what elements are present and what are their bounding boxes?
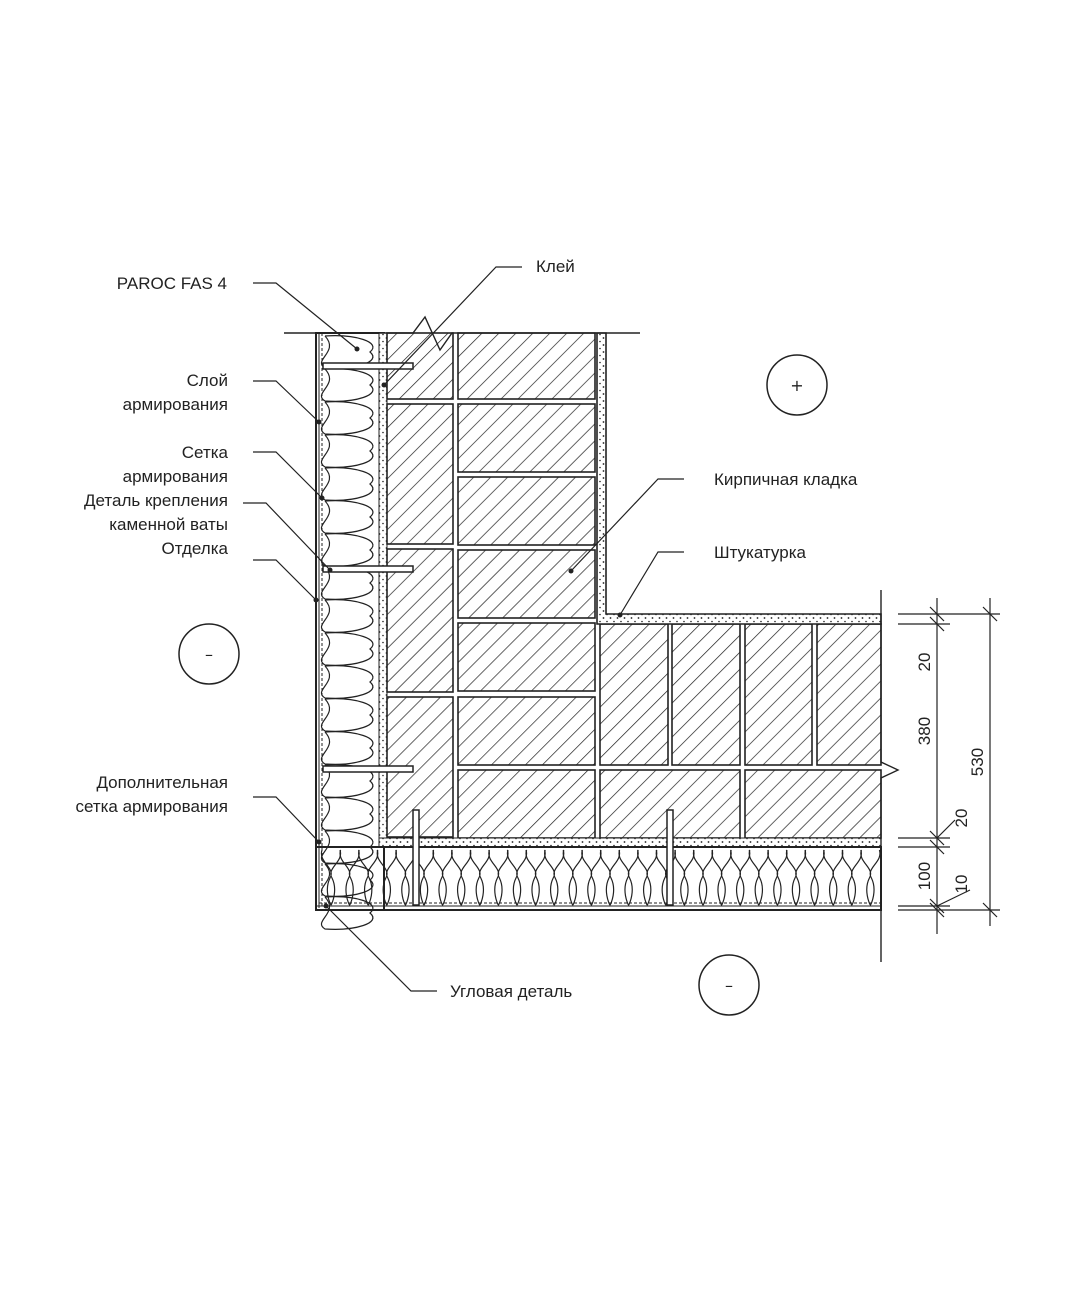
- wool-lobe: [320, 863, 374, 897]
- dimension-lines: [898, 598, 1000, 934]
- wool-lobe: [860, 849, 881, 906]
- wool-lobe: [488, 849, 509, 906]
- wool-lobe: [767, 849, 788, 906]
- wool-lobe: [320, 830, 374, 864]
- wool-lobe: [525, 849, 546, 906]
- wool-lobe: [413, 849, 435, 906]
- label-corner: Угловая деталь: [450, 982, 572, 1001]
- wool-lobe: [785, 849, 807, 906]
- wool-lobe: [320, 500, 374, 534]
- wool-lobe: [320, 434, 374, 468]
- label-plaster: Штукатурка: [714, 543, 807, 562]
- wool-lobe: [506, 849, 528, 906]
- wool-lobe: [469, 849, 490, 906]
- wool-lobe: [320, 849, 342, 906]
- wool-lobe: [339, 849, 360, 906]
- zone-marker-outside-left: –: [178, 623, 240, 685]
- label-paroc: PAROC FAS 4: [117, 274, 227, 293]
- wool-lobe: [748, 849, 769, 906]
- label-reinf-layer-line1: Слой: [187, 371, 228, 390]
- dim-100: 100: [915, 862, 934, 890]
- wool-lobe: [804, 849, 825, 906]
- wool-lobe: [618, 849, 639, 906]
- wool-lobe: [320, 599, 374, 633]
- brick-masonry: [386, 332, 882, 839]
- label-mesh-line2: армирования: [123, 467, 228, 486]
- wool-lobe: [692, 849, 714, 906]
- wool-lobe: [395, 849, 416, 906]
- label-reinf-layer-line2: армирования: [123, 395, 228, 414]
- wool-lobe: [841, 849, 862, 906]
- insulation-vertical: [315, 332, 385, 930]
- wool-lobe: [320, 632, 374, 666]
- leader-lines: [243, 266, 684, 992]
- dim-10: 10: [952, 875, 971, 894]
- wool-lobe: [376, 849, 397, 906]
- label-extra-mesh-line1: Дополнительная: [96, 773, 228, 792]
- label-brick: Кирпичная кладка: [714, 470, 858, 489]
- zone-outside-left-symbol: –: [205, 645, 213, 664]
- wool-lobe: [599, 849, 621, 906]
- wool-lobe: [432, 849, 453, 906]
- leader-dots: [313, 346, 623, 909]
- wool-lobe: [544, 849, 565, 906]
- wool-lobe: [320, 731, 374, 765]
- wool-lobe: [562, 849, 583, 906]
- label-extra-mesh-line2: сетка армирования: [75, 797, 228, 816]
- wool-lobe: [320, 368, 374, 402]
- wool-lobe: [581, 849, 602, 906]
- wool-lobe: [320, 797, 374, 831]
- label-fastener-line2: каменной ваты: [109, 515, 228, 534]
- dim-380: 380: [915, 717, 934, 745]
- dim-530: 530: [968, 748, 987, 776]
- zone-marker-inside: +: [766, 354, 828, 416]
- wool-lobe: [320, 698, 374, 732]
- wool-lobe: [730, 849, 751, 906]
- wool-lobe: [320, 896, 374, 930]
- zone-outside-bottom-symbol: –: [725, 976, 733, 995]
- dim-20-bottom: 20: [952, 809, 971, 828]
- wool-lobe: [711, 849, 732, 906]
- wool-lobe: [320, 533, 374, 567]
- wool-lobe: [637, 849, 658, 906]
- zone-inside-symbol: +: [790, 376, 803, 395]
- wool-lobe: [451, 849, 472, 906]
- label-mesh-line1: Сетка: [182, 443, 229, 462]
- wool-lobe: [823, 849, 844, 906]
- adhesive-horizontal: [378, 837, 882, 848]
- wool-lobe: [320, 467, 374, 501]
- zone-marker-outside-bottom: –: [698, 954, 760, 1016]
- wool-lobe: [358, 849, 379, 906]
- label-fastener-line1: Деталь крепления: [84, 491, 228, 510]
- wool-lobe: [320, 401, 374, 435]
- fasteners: [322, 362, 674, 906]
- wool-lobe: [674, 849, 695, 906]
- label-finish: Отделка: [162, 539, 229, 558]
- wool-lobe: [320, 665, 374, 699]
- label-glue: Клей: [536, 257, 575, 276]
- dim-20-top: 20: [915, 653, 934, 672]
